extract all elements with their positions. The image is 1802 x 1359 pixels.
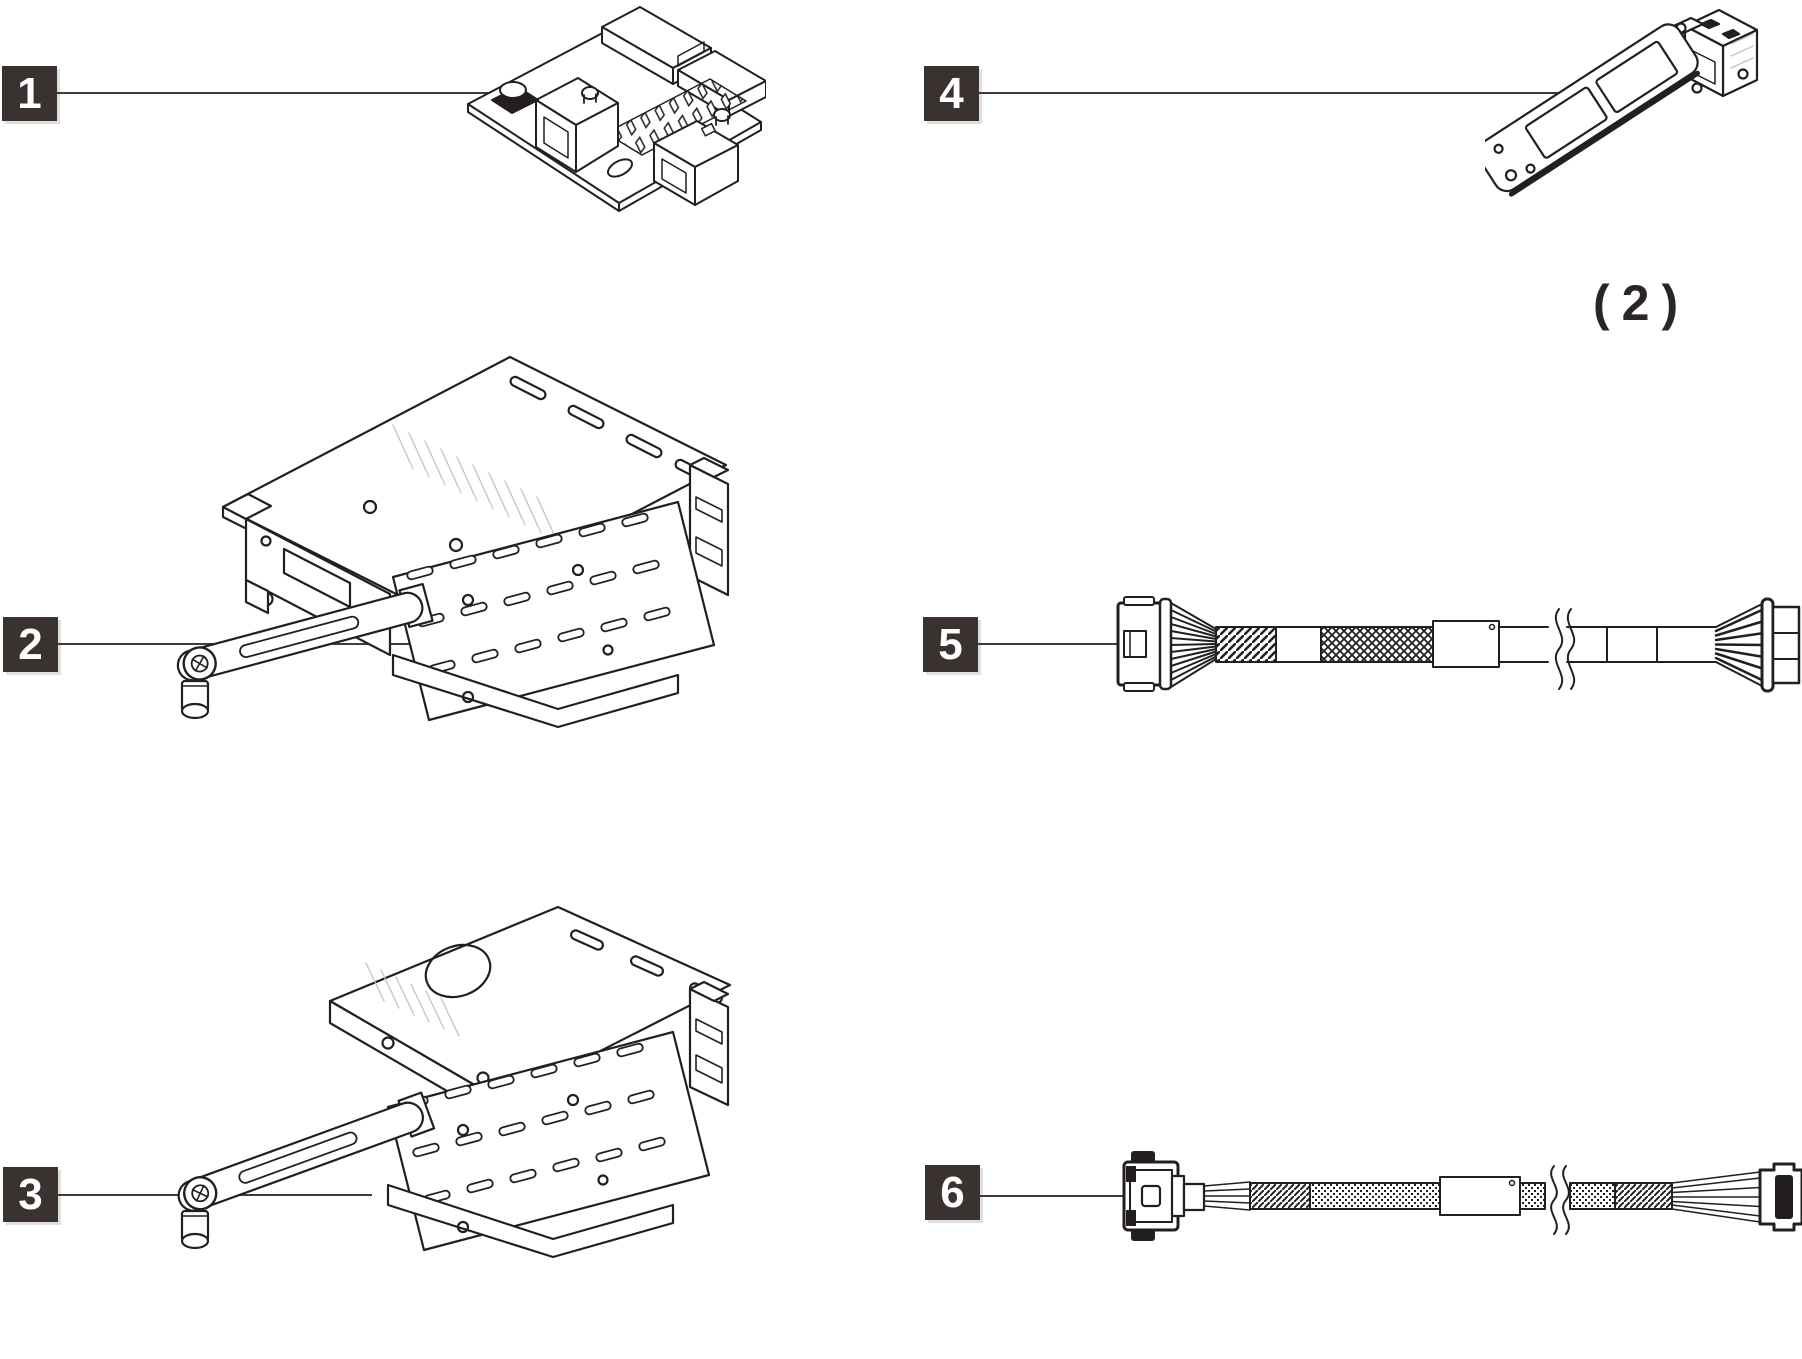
part-2-riser-cage-drawing: [176, 355, 730, 729]
leader-line-1: [57, 92, 510, 94]
leader-line-5: [978, 643, 1128, 645]
callout-1-label: 1: [17, 68, 42, 118]
callout-4-label: 4: [939, 68, 964, 118]
callout-3-label: 3: [18, 1169, 43, 1219]
callout-5-label: 5: [938, 619, 963, 669]
callout-4-badge: 4: [924, 66, 979, 121]
callout-6-badge: 6: [925, 1165, 980, 1220]
callout-2-label: 2: [18, 619, 43, 669]
callout-6-label: 6: [940, 1167, 965, 1217]
part-3-riser-cage-drawing: [177, 905, 732, 1259]
part-4-quantity-note: (2): [1593, 275, 1691, 331]
callout-2-badge: 2: [3, 617, 58, 672]
part-4-m2-tray-drawing: [1485, 8, 1759, 197]
part-5-cable-drawing: [1116, 596, 1801, 693]
callout-1-badge: 1: [2, 66, 57, 121]
leader-line-6: [980, 1195, 1140, 1197]
leader-line-4: [979, 92, 1620, 94]
callout-5-badge: 5: [923, 617, 978, 672]
part-6-cable-drawing: [1122, 1151, 1802, 1241]
callout-3-badge: 3: [3, 1167, 58, 1222]
part-1-adapter-board-drawing: [467, 6, 766, 212]
